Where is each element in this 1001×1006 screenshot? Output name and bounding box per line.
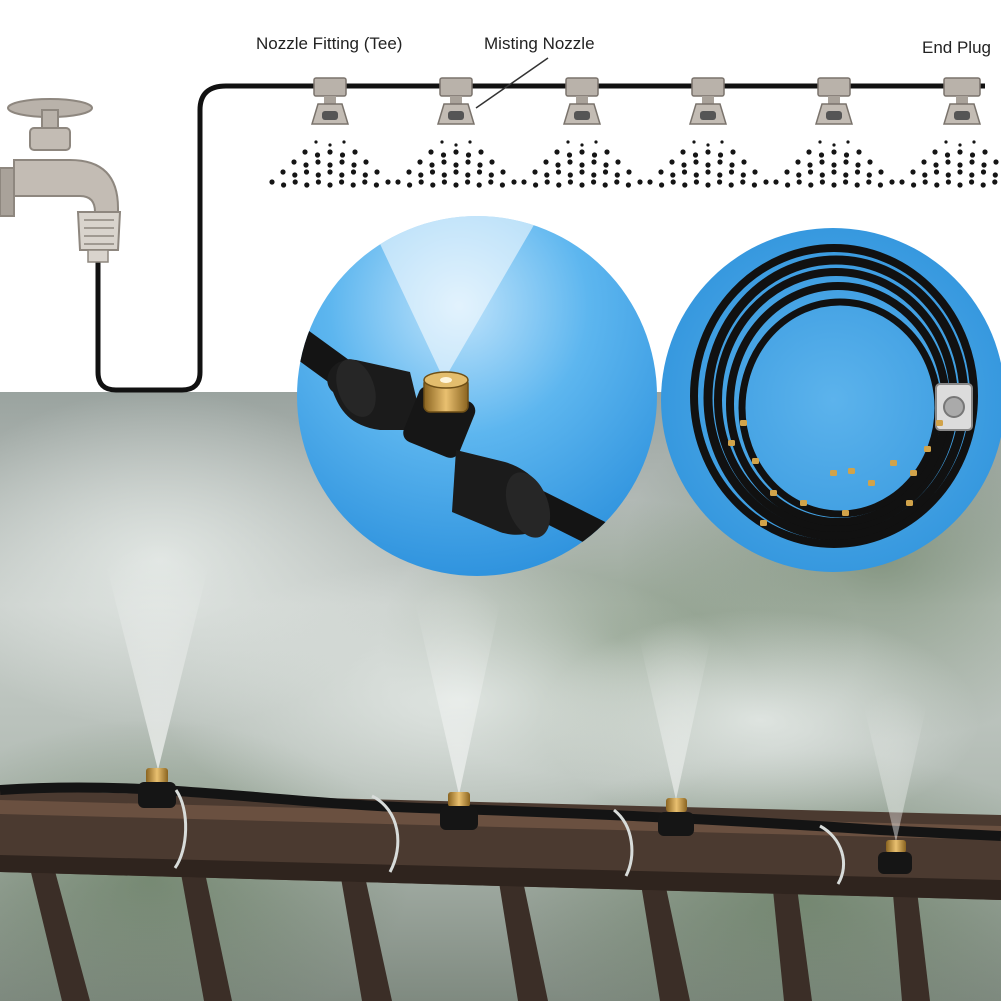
misting-nozzle-icon [860, 690, 930, 874]
end-plug-icon [943, 77, 981, 104]
misting-nozzle-icon [635, 620, 715, 836]
closeup-coil-circle [661, 228, 1001, 572]
tee-fitting-icon [313, 77, 347, 104]
tee-fitting-icon [565, 77, 599, 104]
misting-nozzle-icon [410, 580, 505, 830]
misting-nozzle-icon [100, 540, 215, 808]
misting-nozzle-icon [436, 103, 476, 125]
misting-nozzle-label: Misting Nozzle [484, 34, 595, 53]
tee-fitting-icon [817, 77, 851, 104]
misting-nozzle-icon [814, 103, 854, 125]
tee-fitting-icon [439, 77, 473, 104]
rail-misting-nozzles [100, 540, 930, 885]
nozzle-row [269, 57, 999, 188]
tee-fitting-icon [691, 77, 725, 104]
brass-nozzles [728, 420, 943, 526]
end-plug-label: End Plug [922, 38, 991, 57]
misting-nozzle-icon [310, 103, 350, 125]
tubing [95, 83, 985, 393]
nozzle-fitting-label: Nozzle Fitting (Tee) [256, 34, 403, 53]
misting-nozzle-icon [942, 103, 982, 125]
spray-droplets-icon [269, 140, 999, 188]
faucet-icon [0, 98, 122, 263]
misting-nozzle-icon [562, 103, 602, 125]
misting-nozzle-icon [688, 103, 728, 125]
